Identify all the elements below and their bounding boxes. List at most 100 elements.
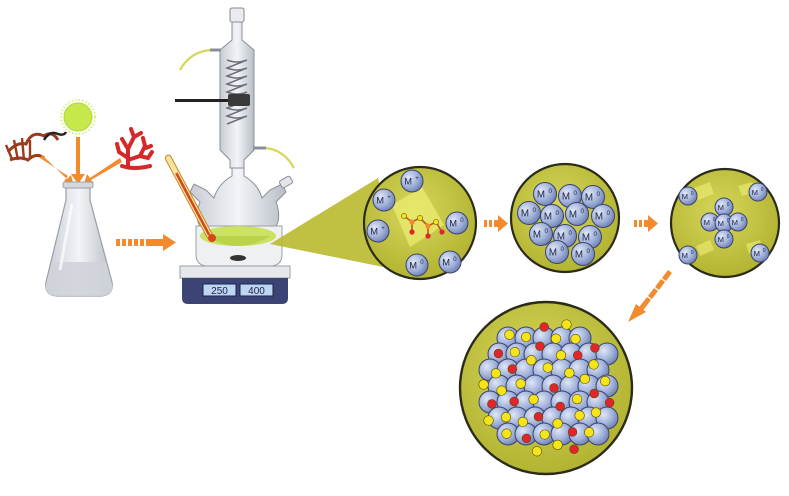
metal-ion: M+: [366, 219, 390, 243]
red-seaweed-icon: [115, 127, 154, 170]
ligand-yellow-atom: [574, 410, 585, 421]
hotplate-display-left: 250: [211, 286, 228, 297]
svg-text:0: 0: [532, 207, 536, 214]
ligand-red-atom: [567, 427, 578, 437]
green-microalga-icon: [60, 99, 96, 135]
svg-text:0: 0: [460, 218, 464, 224]
ligand-yellow-atom: [509, 346, 520, 358]
brown-seaweed-icon: [4, 131, 68, 162]
ligand-yellow-atom: [550, 333, 562, 344]
ligand-yellow-atom: [483, 415, 494, 426]
ligand-yellow-atom: [531, 446, 543, 457]
ligand-yellow-atom: [561, 319, 572, 330]
svg-text:M: M: [521, 209, 529, 220]
ligand-yellow-atom: [542, 362, 553, 373]
arrow-stage-1-2: [484, 215, 508, 232]
svg-text:0: 0: [420, 260, 424, 266]
ligand-yellow-atom: [572, 393, 583, 405]
svg-text:0: 0: [586, 248, 590, 255]
svg-text:0: 0: [593, 231, 597, 238]
ligand-yellow-atom: [570, 333, 581, 345]
phytochemical-molecule-icon: [401, 213, 445, 239]
ligand-yellow-atom: [590, 407, 602, 418]
svg-text:0: 0: [544, 228, 548, 235]
ligand-red-atom: [533, 411, 544, 422]
ligand-red-atom: [569, 444, 579, 454]
capping-ligand-network: [478, 319, 615, 457]
ligand-yellow-atom: [490, 368, 501, 379]
svg-text:0: 0: [580, 208, 584, 215]
ligand-red-atom: [509, 396, 519, 407]
svg-text:M: M: [449, 219, 457, 229]
svg-text:0: 0: [560, 246, 564, 253]
reflux-condenser-icon: [175, 7, 295, 169]
ligand-red-atom: [573, 350, 583, 361]
ligand-red-atom: [507, 364, 518, 374]
ligand-yellow-atom: [539, 429, 550, 440]
ligand-yellow-atom: [520, 331, 532, 343]
svg-text:0: 0: [596, 191, 600, 198]
hotplate-display-right: 400: [248, 286, 265, 297]
ligand-yellow-atom: [528, 394, 539, 405]
ligand-yellow-atom: [517, 416, 528, 428]
svg-text:0: 0: [691, 250, 694, 256]
ligand-red-atom: [493, 348, 504, 359]
zoom-wedge: [270, 178, 398, 270]
svg-text:M: M: [370, 227, 378, 237]
svg-text:0: 0: [606, 210, 610, 217]
svg-text:M: M: [442, 258, 450, 268]
svg-text:M: M: [585, 193, 593, 204]
svg-text:M: M: [575, 250, 583, 261]
ligand-yellow-atom: [478, 379, 489, 390]
ligand-yellow-atom: [501, 428, 512, 439]
ligand-red-atom: [555, 401, 565, 412]
ligand-yellow-atom: [504, 329, 515, 340]
svg-text:0: 0: [573, 190, 577, 197]
svg-text:M: M: [544, 212, 552, 223]
thermometer-icon: [164, 154, 216, 242]
ligand-yellow-atom: [564, 367, 575, 379]
ligand-yellow-atom: [579, 373, 590, 385]
svg-text:0: 0: [727, 234, 730, 240]
svg-text:0: 0: [713, 217, 716, 223]
ligand-yellow-atom: [552, 418, 563, 429]
svg-text:0: 0: [727, 202, 730, 208]
ligand-yellow-atom: [496, 385, 507, 396]
svg-text:M: M: [718, 235, 724, 244]
ligand-yellow-atom: [526, 355, 537, 366]
svg-text:M: M: [533, 230, 541, 241]
ligand-yellow-atom: [515, 378, 526, 389]
ligand-red-atom: [535, 341, 545, 351]
metal-ion: M+: [400, 169, 424, 193]
svg-text:M: M: [562, 192, 570, 203]
svg-text:+: +: [387, 195, 391, 201]
source-arrows: [40, 137, 122, 184]
svg-text:M: M: [732, 218, 738, 227]
ligand-yellow-atom: [552, 439, 563, 450]
svg-text:M: M: [682, 251, 688, 260]
ligand-yellow-atom: [584, 427, 595, 438]
svg-text:+: +: [381, 226, 385, 232]
svg-text:0: 0: [555, 210, 559, 217]
svg-text:M: M: [752, 188, 758, 197]
svg-text:0: 0: [453, 257, 457, 263]
ligand-yellow-atom: [500, 412, 512, 423]
ligand-red-atom: [521, 433, 532, 444]
ligand-red-atom: [549, 383, 559, 393]
svg-text:M: M: [718, 219, 724, 228]
